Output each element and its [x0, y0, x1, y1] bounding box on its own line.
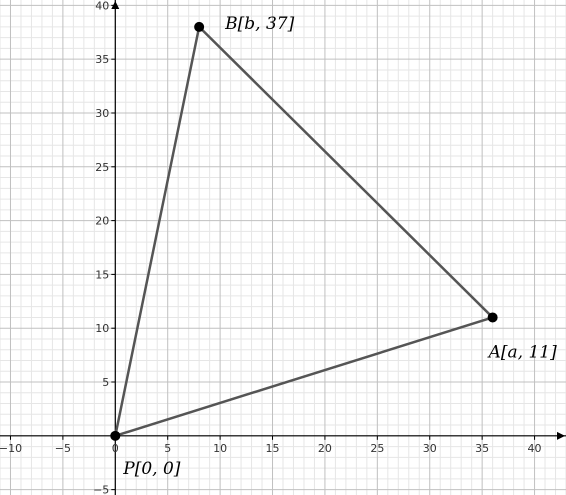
point-b[interactable] [194, 21, 205, 32]
y-tick-label: 10 [95, 322, 109, 335]
y-tick-label: 15 [95, 268, 109, 281]
y-tick-label: 30 [95, 107, 109, 120]
point-a[interactable] [487, 312, 498, 323]
label-point-p: P[0, 0] [122, 459, 181, 479]
y-tick-label: 5 [102, 376, 109, 389]
edge-pa [114, 316, 494, 438]
y-tick-label: 20 [95, 215, 109, 228]
edge-ab [197, 25, 494, 319]
edge-bp [114, 25, 201, 438]
label-point-a: A[a, 11] [487, 342, 557, 362]
x-tick-label: 15 [266, 442, 280, 455]
triangle-edges [114, 25, 494, 438]
vertex-labels: P[0, 0] A[a, 11] B[b, 37] [122, 14, 557, 479]
x-tick-label: −5 [55, 442, 71, 455]
x-tick-label: 35 [475, 442, 489, 455]
y-tick-label: −5 [93, 484, 109, 495]
label-point-b: B[b, 37] [224, 14, 294, 34]
y-tick-label: 25 [95, 161, 109, 174]
triangle-vertices [110, 21, 498, 441]
x-tick-label: 40 [528, 442, 542, 455]
x-tick-label: 0 [112, 442, 119, 455]
x-axis-arrow [557, 431, 565, 440]
x-tick-label: 5 [164, 442, 171, 455]
x-tick-label: −10 [0, 442, 22, 455]
tick-labels: −10 −5 0 5 10 15 20 25 30 35 40 −5 5 10 15 20 25 30 35 40 [0, 0, 542, 495]
x-tick-label: 20 [318, 442, 332, 455]
x-tick-label: 30 [423, 442, 437, 455]
x-tick-label: 25 [370, 442, 384, 455]
y-tick-label: 40 [95, 0, 109, 12]
x-tick-label: 10 [213, 442, 227, 455]
y-tick-label: 35 [95, 53, 109, 66]
point-p[interactable] [110, 430, 121, 441]
